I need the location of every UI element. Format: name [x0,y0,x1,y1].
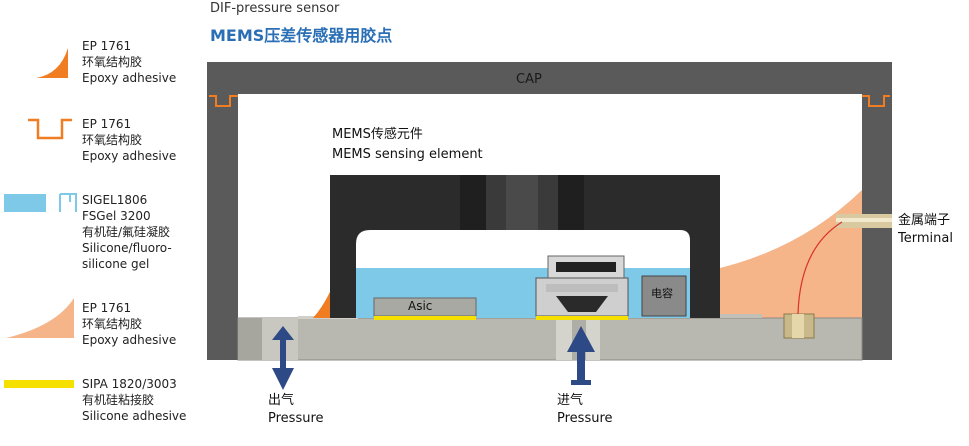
cap-label: CAP [516,72,542,87]
yellow-bar-icon [4,380,74,388]
outlet-label-en: Pressure [268,411,324,426]
mems-housing [330,175,720,318]
mems-adhesive [536,316,628,320]
orange-channel-right [862,95,890,107]
asic-label: Asic [408,299,433,313]
terminal-label-cn: 金属端子 [898,213,951,228]
mems-cavity [356,234,690,318]
legend-item-0: EP 1761 环氧结构胶 Epoxy adhesive [82,39,177,85]
diagram-subtitle: DIF-pressure sensor [210,1,340,16]
orange-channel-left [209,95,238,107]
asic-adhesive [374,316,476,320]
peach-epoxy-fill [712,190,862,318]
capacitor [641,275,687,317]
inlet-label-cn: 进气 [557,393,584,408]
legend-item-2: SIGEL1806 FSGel 3200 有机硅/氟硅凝胶 Silicone/f… [82,193,172,271]
diagram-title: MEMS压差传感器用胶点 [210,26,393,45]
orange-fillet-left [313,292,330,318]
bond-wire [797,221,843,315]
orange-fillet-icon [36,48,68,78]
mems-label-en: MEMS sensing element [332,147,483,162]
legend-item-3: EP 1761 环氧结构胶 Epoxy adhesive [82,301,177,347]
substrate-left-step [238,318,262,360]
legend-item-4: SIPA 1820/3003 有机硅粘接胶 Silicone adhesive [82,377,187,423]
outlet-arrow [272,326,294,390]
outlet-label-cn: 出气 [268,393,295,408]
cap-housing [207,62,892,360]
orange-channel-icon [28,118,72,140]
blue-gel-icon [4,193,77,212]
peach-fill-icon [6,298,74,338]
inlet-arrow [567,326,595,385]
mems-label-cn: MEMS传感元件 [332,127,423,142]
substrate [237,317,863,361]
capacitor-label: 电容 [651,287,673,300]
inlet-label-en: Pressure [557,411,613,426]
legend: EP 1761 环氧结构胶 Epoxy adhesive EP 1761 环氧结… [0,0,200,446]
terminal-label-en: Terminal [898,231,953,246]
legend-item-1: EP 1761 环氧结构胶 Epoxy adhesive [82,117,177,163]
